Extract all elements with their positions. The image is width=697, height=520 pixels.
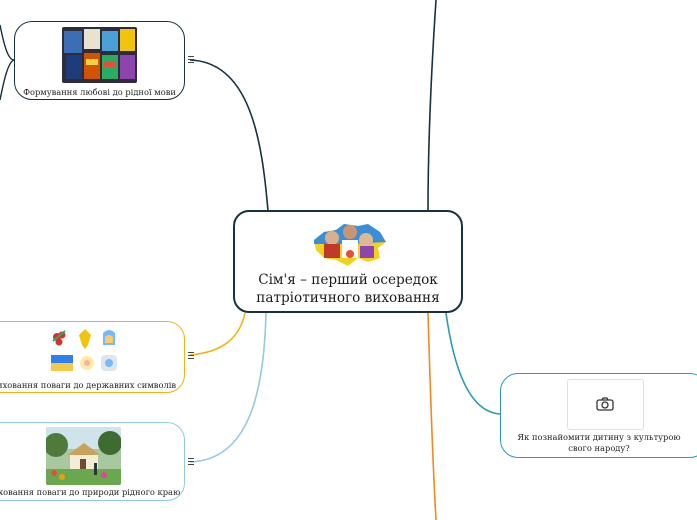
branch-culture[interactable]: Як познайомити дитину з культурою свого …: [500, 373, 697, 458]
connector-left-partial: [0, 24, 15, 61]
books-photo-image: [62, 27, 137, 83]
menu-lines-icon[interactable]: [188, 56, 194, 63]
menu-lines-icon[interactable]: [188, 352, 194, 359]
connector-nature: [189, 312, 267, 463]
village-landscape-image: [46, 427, 121, 485]
connector-language: [189, 59, 269, 212]
branch-native-nature[interactable]: Виховання поваги до природи рідного краю: [0, 422, 185, 501]
image-placeholder[interactable]: [567, 379, 644, 430]
camera-icon: [596, 397, 614, 411]
menu-lines-icon[interactable]: [188, 458, 194, 465]
branch-native-language[interactable]: Формування любові до рідної мови: [14, 21, 185, 100]
branch-native-language-label: Формування любові до рідної мови: [23, 87, 176, 97]
branch-state-symbols-label: Виховання поваги до державних символів: [0, 380, 177, 390]
central-topic[interactable]: Сім'я – перший осередок патріотичного ви…: [233, 210, 463, 313]
central-title-line1: Сім'я – перший осередок: [258, 272, 438, 288]
branch-culture-label: Як познайомити дитину з культурою свого …: [517, 432, 681, 453]
connector-left-partial-2: [0, 59, 15, 101]
connector-top: [427, 0, 437, 212]
ukraine-map-children-image: [310, 218, 388, 270]
state-symbols-image: [49, 327, 123, 375]
connector-bottom-orange: [427, 312, 437, 520]
central-title-line2: патріотичного виховання: [256, 290, 440, 306]
connector-culture: [445, 312, 503, 415]
branch-native-nature-label: Виховання поваги до природи рідного краю: [0, 487, 181, 497]
branch-state-symbols[interactable]: Виховання поваги до державних символів: [0, 321, 185, 393]
connector-symbols: [189, 312, 246, 356]
